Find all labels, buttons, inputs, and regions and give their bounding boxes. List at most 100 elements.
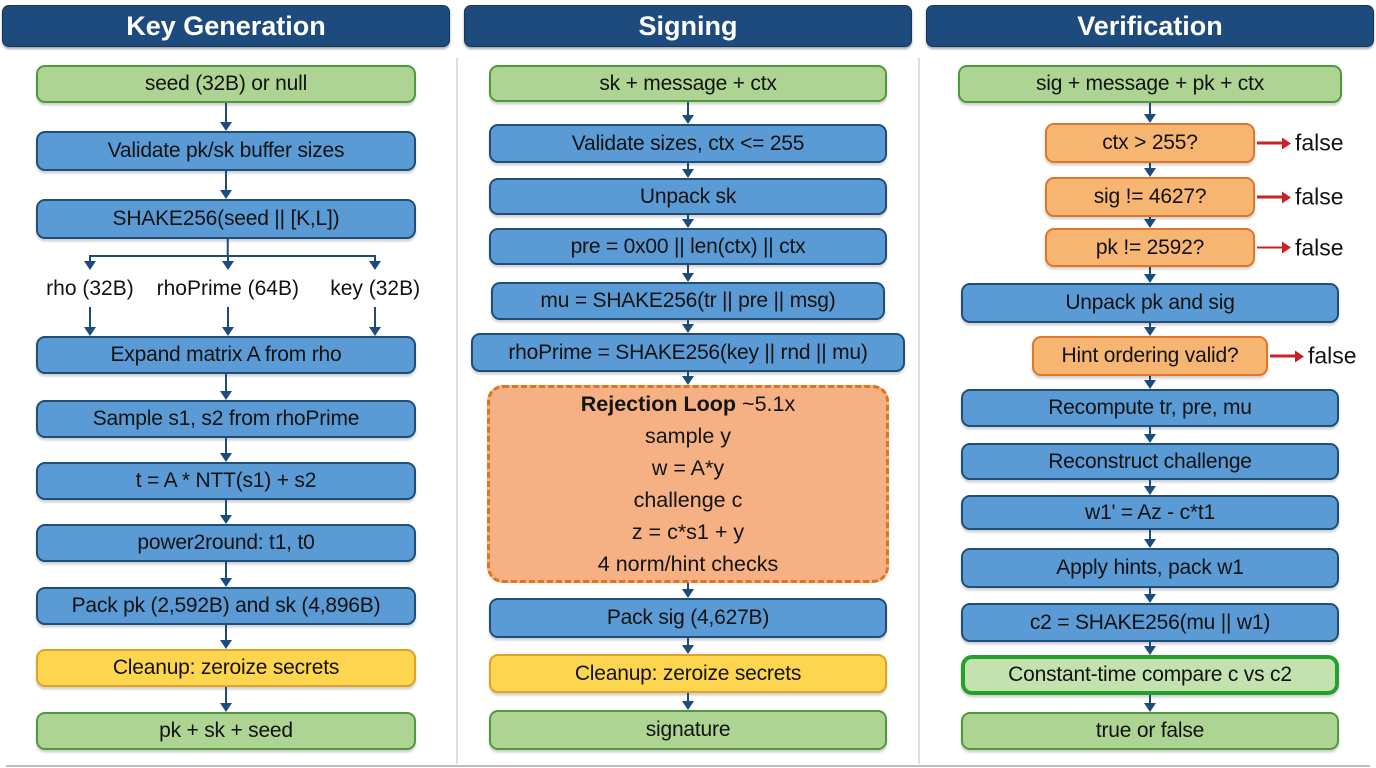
keygen-input-box: seed (32B) or null: [36, 65, 416, 103]
rejection-loop-title: Rejection Loop ~5.1x: [580, 392, 796, 416]
arrow-down-connector: [1144, 480, 1156, 495]
rejection-loop-line: z = c*s1 + y: [631, 520, 745, 544]
check-sig-row: sig != 4627? false: [924, 177, 1376, 217]
check-ctx-box: ctx > 255?: [1045, 123, 1255, 163]
arrowhead-icon: [1144, 539, 1156, 548]
check-hint-row: Hint ordering valid? false: [924, 336, 1376, 376]
arrowhead-icon: [220, 515, 232, 524]
arrow-down-connector: [1144, 267, 1156, 283]
arrowhead-icon: [83, 261, 96, 270]
arrow-down-connector: [1144, 642, 1156, 655]
rejection-loop-box: Rejection Loop ~5.1x sample y w = A*y ch…: [486, 385, 890, 583]
signing-validate-box: Validate sizes, ctx <= 255: [489, 124, 887, 163]
signing-header: Signing: [464, 5, 912, 47]
arrow-down-connector: [220, 562, 232, 587]
signing-pre-box: pre = 0x00 || len(ctx) || ctx: [489, 228, 887, 265]
verification-c2-box: c2 = SHAKE256(mu || w1): [961, 603, 1339, 642]
keygen-power2round-box: power2round: t1, t0: [36, 524, 416, 562]
arrowhead-icon: [1144, 168, 1156, 177]
derived-label-key: key (32B): [330, 277, 421, 300]
arrowhead-icon: [220, 703, 232, 712]
verification-compare-box: Constant-time compare c vs c2: [961, 655, 1339, 695]
keygen-pack-box: Pack pk (2,592B) and sk (4,896B): [36, 587, 416, 625]
false-arrow-line: [1257, 246, 1282, 249]
false-branch: false: [1257, 234, 1344, 261]
rejection-loop-line: challenge c: [633, 488, 743, 512]
arrowhead-icon: [1144, 219, 1156, 228]
verification-unpack-box: Unpack pk and sig: [961, 283, 1339, 323]
column-gap: [914, 0, 924, 768]
column-key-generation: Key Generation seed (32B) or null Valida…: [0, 0, 452, 768]
false-label: false: [1295, 129, 1344, 156]
signing-rhoprime-box: rhoPrime = SHAKE256(key || rnd || mu): [471, 333, 905, 372]
verification-header: Verification: [926, 5, 1374, 47]
arrowhead-icon: [220, 453, 232, 462]
arrow-down-connector: [682, 265, 694, 282]
false-arrow-line: [1257, 195, 1282, 199]
arrow-down-connector: [83, 255, 96, 270]
check-pk-row: pk != 2592? false: [924, 228, 1376, 267]
false-label: false: [1295, 183, 1344, 210]
rejection-loop-line: sample y: [644, 424, 732, 448]
signing-input-box: sk + message + ctx: [489, 65, 887, 102]
key-generation-header: Key Generation: [2, 5, 450, 47]
arrow-down-connector: [1144, 427, 1156, 443]
arrowhead-icon: [369, 327, 382, 336]
arrowhead-icon: [1144, 486, 1156, 495]
arrowhead-icon: [682, 376, 694, 385]
false-branch: false: [1270, 343, 1357, 370]
arrowhead-icon: [220, 640, 232, 649]
false-arrowhead-icon: [1295, 350, 1304, 362]
keygen-ntt-box: t = A * NTT(s1) + s2: [36, 462, 416, 500]
verification-apply-box: Apply hints, pack w1: [961, 548, 1339, 588]
false-label: false: [1295, 234, 1344, 260]
arrowhead-icon: [220, 391, 232, 400]
arrowhead-icon: [1144, 646, 1156, 655]
check-ctx-row: ctx > 255? false: [924, 123, 1376, 163]
false-arrowhead-icon: [1282, 191, 1291, 203]
arrowhead-icon: [682, 273, 694, 282]
arrow-down-connector: [682, 163, 694, 178]
rejection-loop-line: w = A*y: [651, 456, 725, 480]
arrow-down-connector: [220, 625, 232, 649]
arrowhead-icon: [220, 578, 232, 587]
arrow-down-connector: [220, 500, 232, 524]
arrowhead-icon: [682, 169, 694, 178]
arrow-down-connector: [682, 320, 694, 333]
column-divider: [918, 58, 920, 764]
arrowhead-icon: [221, 327, 234, 336]
column-gap: [452, 0, 462, 768]
column-divider: [456, 58, 458, 764]
arrow-down-connector: [220, 687, 232, 712]
false-arrow-line: [1270, 354, 1295, 358]
arrowhead-icon: [1144, 327, 1156, 336]
false-arrow-line: [1257, 141, 1282, 145]
signing-unpack-box: Unpack sk: [489, 178, 887, 215]
verification-reconstruct-box: Reconstruct challenge: [961, 443, 1339, 480]
arrow-down-connector: [1144, 588, 1156, 603]
false-arrowhead-icon: [1282, 137, 1291, 149]
signing-pack-box: Pack sig (4,627B): [489, 598, 887, 638]
arrowhead-icon: [682, 645, 694, 654]
arrowhead-icon: [1144, 703, 1156, 712]
false-label: false: [1308, 342, 1357, 369]
false-branch: false: [1257, 184, 1344, 211]
arrowhead-icon: [1144, 434, 1156, 443]
verification-w1-box: w1' = Az - c*t1: [961, 495, 1339, 530]
arrow-down-connector: [220, 103, 232, 131]
signing-mu-box: mu = SHAKE256(tr || pre || msg): [491, 282, 885, 320]
verification-input-box: sig + message + pk + ctx: [957, 65, 1343, 103]
derived-label-rhoprime: rhoPrime (64B): [156, 277, 299, 300]
arrowhead-icon: [220, 122, 232, 131]
arrowhead-icon: [1144, 594, 1156, 603]
signing-output-box: signature: [489, 710, 887, 750]
verification-recompute-box: Recompute tr, pre, mu: [961, 389, 1339, 427]
arrowhead-icon: [1144, 274, 1156, 283]
arrow-down-connector: [220, 374, 232, 400]
keygen-fanout: rho (32B) rhoPrime (64B) key (32B): [0, 239, 452, 336]
arrow-down-connector: [1144, 103, 1156, 123]
arrow-down-connector: [83, 307, 96, 336]
arrow-down-connector: [369, 307, 382, 336]
arrowhead-icon: [83, 327, 96, 336]
